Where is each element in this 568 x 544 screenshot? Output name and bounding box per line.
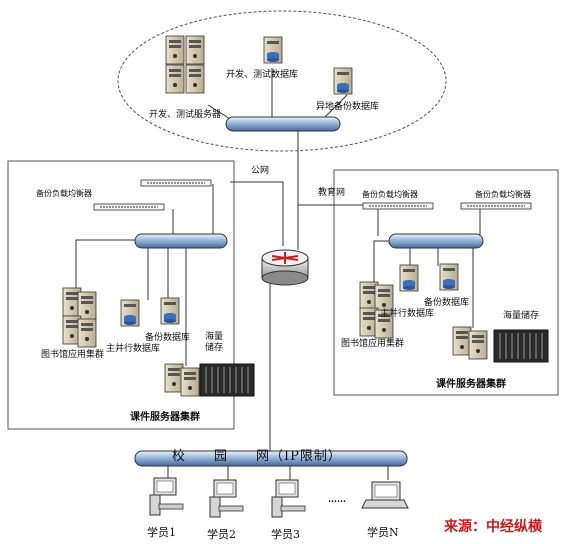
left-backup-db-icon [160,297,180,325]
right-cluster-title: 课件服务器集群 [436,379,506,390]
right-library-label: 图书馆应用集群 [341,339,405,349]
right-storage-label: 海量储存 [503,311,540,321]
student-n-laptop-icon [361,481,409,509]
top-bus [225,116,341,132]
student-1-label: 学员1 [147,526,176,539]
right-backup-db-icon [439,263,459,291]
right-edu-link [297,204,363,250]
right-courseware-server-icon [452,326,488,360]
offsite-database-label: 异地备份数据库 [316,102,380,112]
ellipsis-label: …… [328,495,346,505]
student-n-label: 学员N [367,526,399,539]
left-bus [134,233,228,249]
right-load-balancer-icon-b [460,202,532,210]
right-main-db-label: 主并行数据库 [380,309,435,319]
campus-network-label: 校 园 网（IP限制） [172,449,342,464]
dev-database-label: 开发、测试数据库 [226,70,299,80]
left-main-db-label: 主并行数据库 [106,344,161,354]
right-cluster-boundary [333,169,559,396]
dev-database-icon [263,36,283,64]
student-3-pc-icon [271,479,306,518]
left-mass-storage-icon [199,363,255,397]
right-backup-db-label: 备份数据库 [424,298,470,308]
student-2-label: 学员2 [207,528,236,541]
right-load-balancer-label-a: 备份负载均衡器 [362,190,418,199]
right-load-balancer-label-b: 备份负载均衡器 [475,190,531,199]
left-backup-db-label: 备份数据库 [145,333,191,343]
left-load-balancer-label: 备份负载均衡器 [36,189,92,198]
left-library-label: 图书馆应用集群 [41,350,105,360]
public-network-label: 公网 [251,166,270,176]
dev-zone-boundary [117,10,447,152]
left-courseware-server-icon [164,363,200,397]
right-bus [388,233,484,249]
student-3-label: 学员3 [271,528,300,541]
left-storage-label: 海量储存 [205,332,224,353]
edu-network-label: 教育网 [318,188,346,198]
dev-server-cluster-icon [165,35,205,94]
right-main-db-icon [399,264,419,292]
left-public-link [230,181,284,246]
left-main-db-icon [120,299,140,327]
left-load-balancer-icon-a [140,179,212,187]
left-load-balancer-icon-b [93,203,165,211]
offsite-database-icon [333,67,353,95]
dev-server-label: 开发、测试服务器 [149,110,222,120]
left-cluster-boundary [7,160,235,430]
right-mass-storage-icon [493,329,549,363]
router-icon [261,249,309,286]
left-cluster-title: 课件服务器集群 [130,412,200,423]
right-load-balancer-icon-a [362,202,434,210]
top-bus-link-c [321,94,348,121]
student-2-pc-icon [209,479,244,518]
left-library-cluster-icon [62,287,97,348]
source-label: 来源：中经纵横 [444,519,542,535]
campus-bus [134,450,408,467]
student-1-pc-icon [149,477,184,516]
